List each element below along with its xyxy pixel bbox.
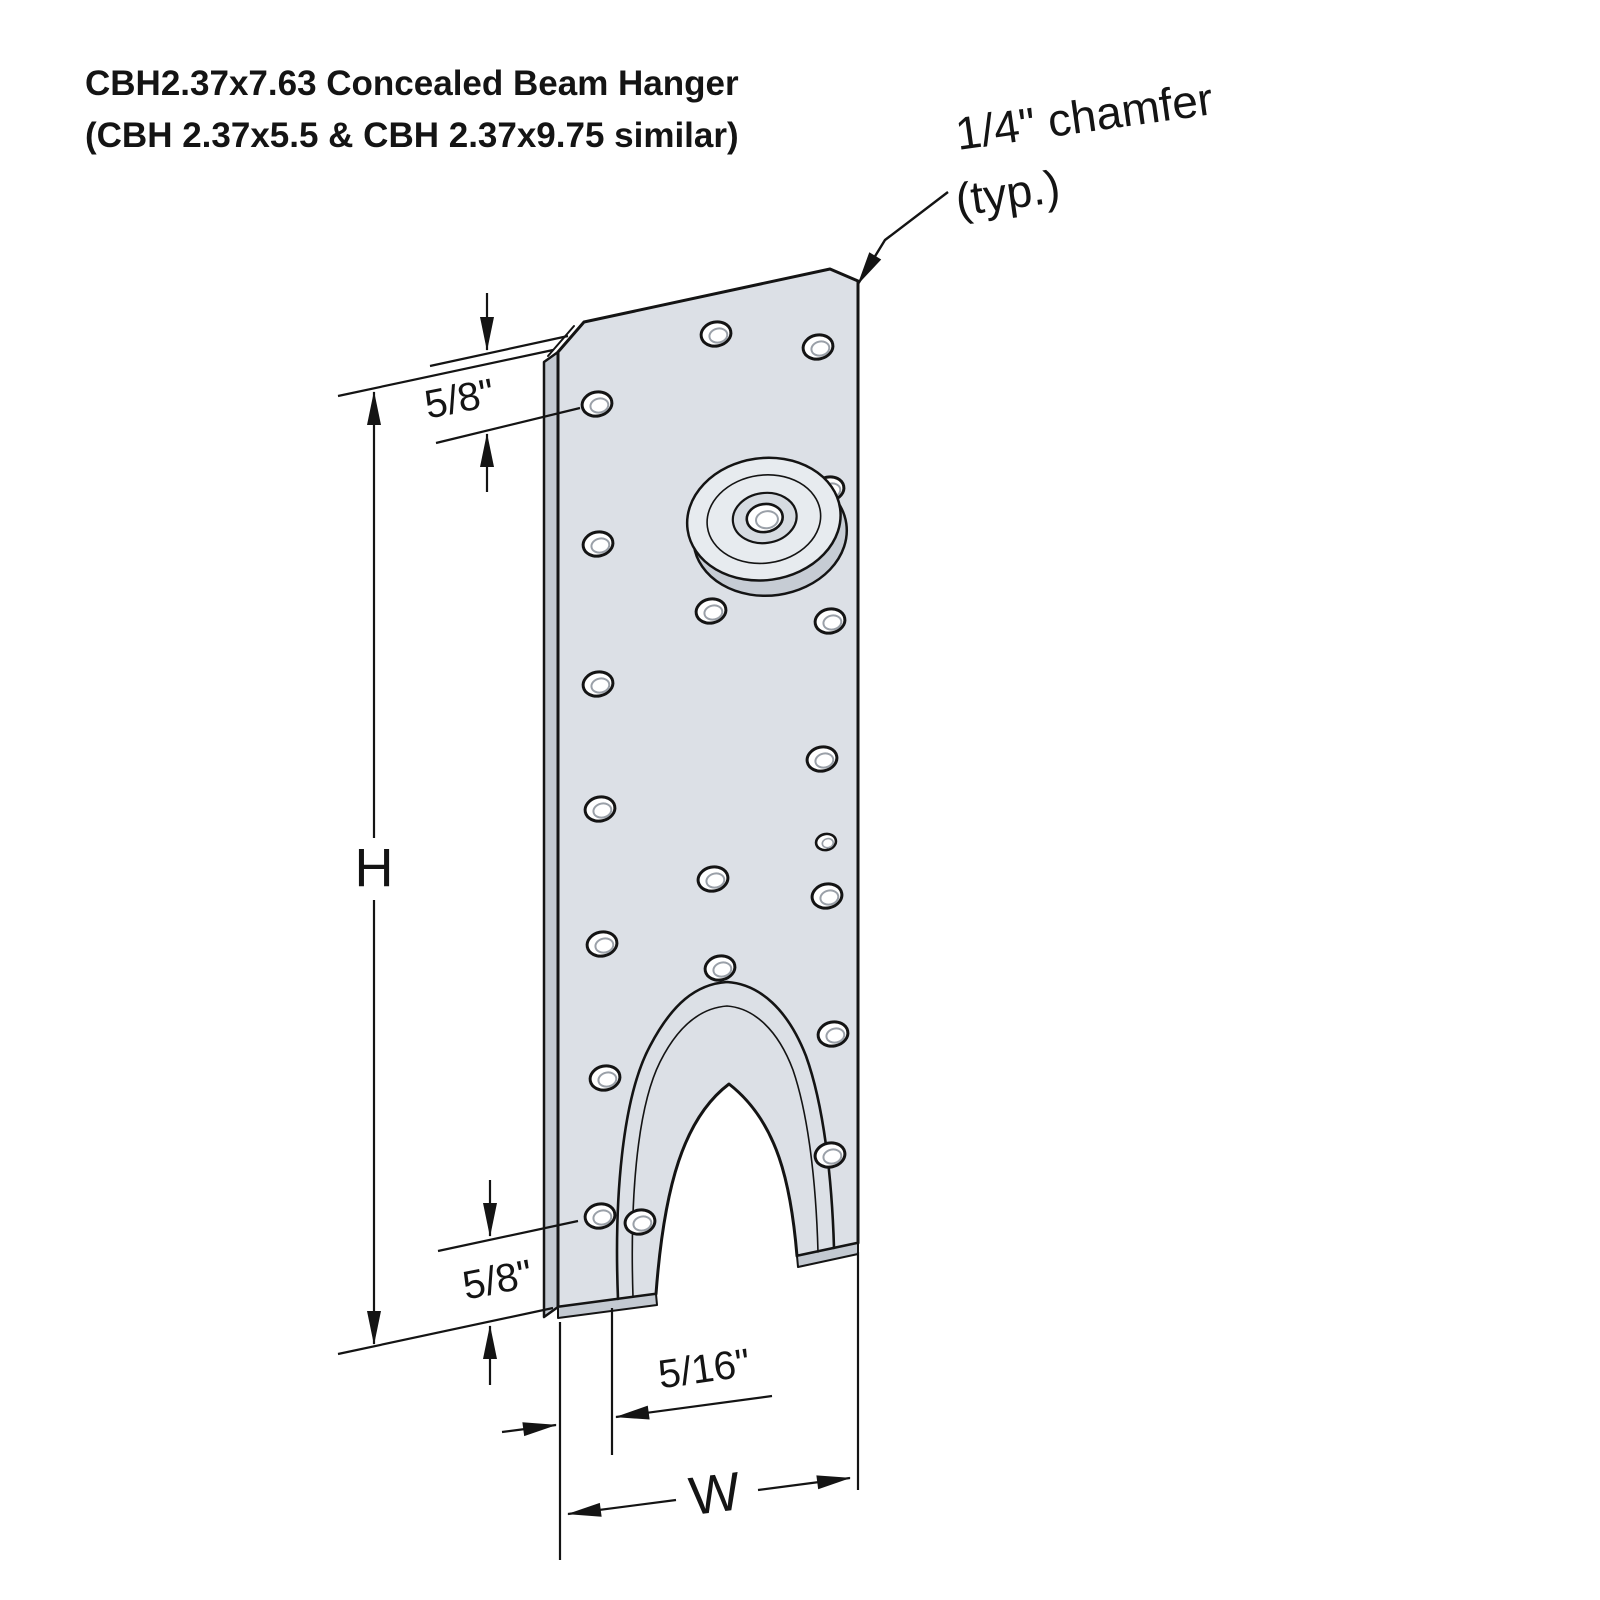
- dim-line: [757, 1475, 851, 1492]
- plate-front-face: [556, 267, 860, 1309]
- center-boss: [685, 456, 849, 598]
- dim-slot-offset-label: 5/16": [656, 1341, 753, 1397]
- drawing-title: CBH2.37x7.63 Concealed Beam Hanger: [85, 64, 739, 103]
- chamfer-leader-line: [856, 191, 949, 285]
- extension-line: [437, 1219, 579, 1253]
- chamfer-label-line2: (typ.): [952, 160, 1063, 226]
- chamfer-label-line1: 1/4" chamfer: [952, 72, 1216, 160]
- dim-height-label: H: [355, 838, 394, 898]
- boss-hole-shade: [755, 510, 779, 530]
- extension-line: [337, 1306, 554, 1356]
- hanger-plate: [542, 267, 860, 1319]
- plate-side-face: [542, 350, 560, 1319]
- chamfer-callout: 1/4" chamfer (typ.): [856, 72, 1216, 285]
- dim-height: H: [337, 348, 554, 1356]
- plate-bottom-face-left: [557, 1293, 658, 1319]
- dim-line: [567, 1498, 677, 1517]
- dim-arrow-right: [501, 1422, 557, 1437]
- dim-width: W: [567, 1252, 860, 1527]
- dim-width-label: W: [686, 1461, 744, 1527]
- extension-line: [435, 406, 581, 445]
- dim-arrow-left: [615, 1394, 773, 1420]
- boss-lip: [706, 474, 822, 565]
- dim-top-offset-label: 5/8": [421, 371, 498, 428]
- slot-emboss-inner: [631, 1005, 819, 1298]
- slot-emboss-outer: [615, 980, 836, 1301]
- extension-line: [429, 334, 569, 368]
- dim-bottom-offset-label: 5/8": [459, 1252, 536, 1309]
- drawing-subtitle: (CBH 2.37x5.5 & CBH 2.37x9.75 similar): [85, 116, 739, 155]
- extension-line: [337, 348, 554, 398]
- title-block: CBH2.37x7.63 Concealed Beam Hanger (CBH …: [85, 64, 739, 155]
